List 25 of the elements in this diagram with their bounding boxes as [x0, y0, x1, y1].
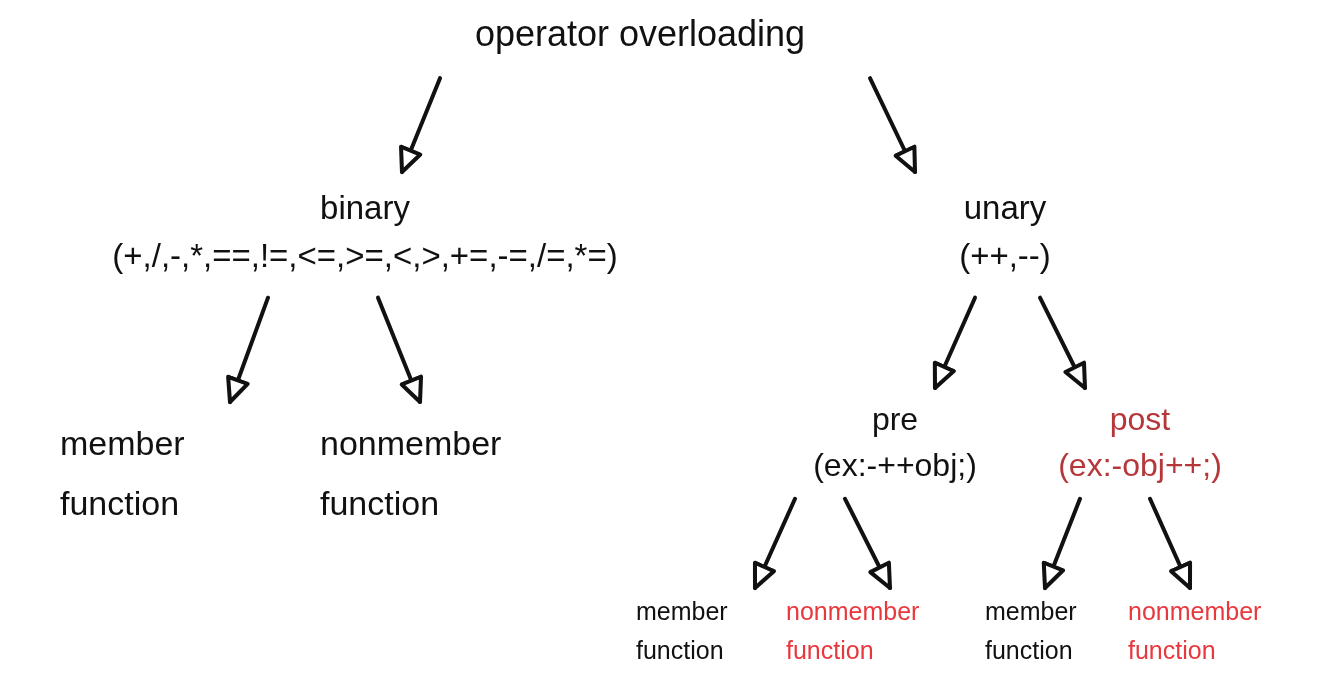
node-label: binary: [319, 188, 411, 228]
arrow: [376, 295, 424, 404]
node-label: member function: [636, 596, 729, 666]
arrow: [868, 76, 917, 174]
node-label: member function: [60, 423, 186, 524]
arrow: [1148, 496, 1193, 590]
node-label: pre: [870, 400, 920, 439]
node-label: member function: [985, 596, 1078, 666]
operator-example: (ex:-++obj;): [812, 446, 978, 486]
arrow: [752, 496, 797, 590]
arrow: [843, 496, 892, 590]
arrow: [226, 295, 270, 404]
operator-example: (+,/,-,*,==,!=,<=,>=,<,>,+=,-=,/=,*=): [111, 235, 619, 276]
node-label: post: [1108, 400, 1172, 439]
node-label: nonmember function: [786, 596, 921, 666]
node-label: operator overloading: [473, 12, 807, 56]
operator-example: (++,--): [958, 235, 1052, 276]
operator-example: (ex:-obj++;): [1057, 446, 1223, 486]
arrow: [399, 76, 442, 174]
arrow: [1041, 496, 1082, 590]
node-label: unary: [962, 188, 1048, 228]
arrow: [932, 295, 977, 390]
arrow: [1038, 295, 1087, 390]
node-label: nonmember function: [320, 423, 503, 524]
node-label: nonmember function: [1128, 596, 1263, 666]
